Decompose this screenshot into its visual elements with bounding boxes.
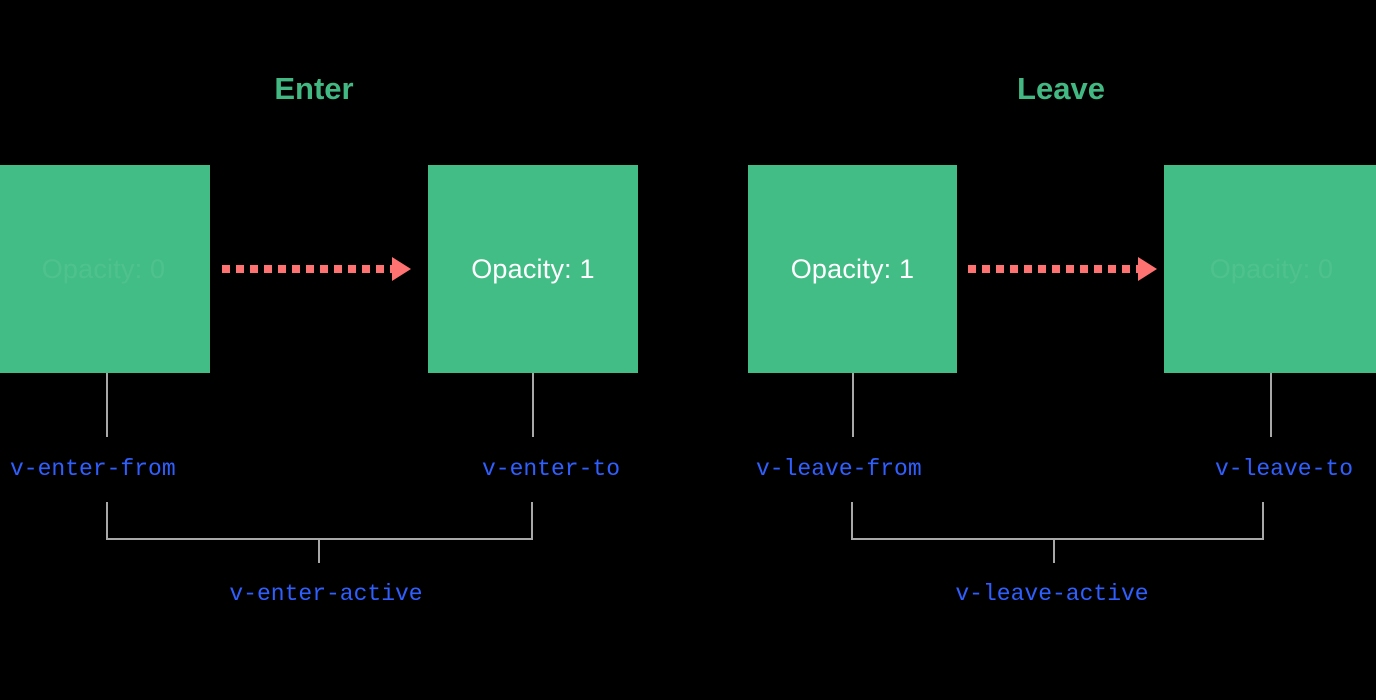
enter-transition-arrow: [222, 257, 411, 281]
leave-section-title: Leave: [1017, 71, 1105, 106]
enter-bracket-left-arm: [106, 502, 108, 540]
leave-transition-arrow: [968, 257, 1157, 281]
v-enter-active-label: v-enter-active: [229, 581, 423, 607]
enter-arrow-head: [392, 257, 411, 281]
enter-arrow-shaft: [222, 265, 397, 273]
enter-bracket-right-arm: [531, 502, 533, 540]
leave-to-connector-stem: [1270, 373, 1272, 437]
leave-from-connector-stem: [852, 373, 854, 437]
enter-from-box-label: Opacity: 0: [41, 253, 166, 284]
leave-to-box: Opacity: 0: [1164, 165, 1376, 373]
v-leave-to-label: v-leave-to: [1214, 456, 1353, 482]
enter-active-drop-stem: [318, 538, 320, 563]
enter-section-title: Enter: [274, 71, 354, 106]
leave-bracket-crossbar: [851, 538, 1264, 540]
leave-bracket-right-arm: [1262, 502, 1264, 540]
v-enter-from-label: v-enter-from: [10, 456, 176, 482]
leave-to-box-label: Opacity: 0: [1209, 253, 1334, 284]
leave-active-drop-stem: [1053, 538, 1055, 563]
enter-to-box: Opacity: 1: [428, 165, 638, 373]
leave-arrow-shaft: [968, 265, 1143, 273]
leave-from-box-label: Opacity: 1: [790, 253, 915, 284]
enter-to-box-label: Opacity: 1: [471, 253, 595, 284]
leave-arrow-head: [1138, 257, 1157, 281]
v-enter-to-label: v-enter-to: [481, 456, 620, 482]
leave-from-box: Opacity: 1: [748, 165, 957, 373]
v-leave-from-label: v-leave-from: [756, 456, 922, 482]
enter-from-box: Opacity: 0: [0, 165, 210, 373]
enter-to-connector-stem: [532, 373, 534, 437]
v-leave-active-label: v-leave-active: [955, 581, 1149, 607]
enter-from-connector-stem: [106, 373, 108, 437]
leave-bracket-left-arm: [851, 502, 853, 540]
